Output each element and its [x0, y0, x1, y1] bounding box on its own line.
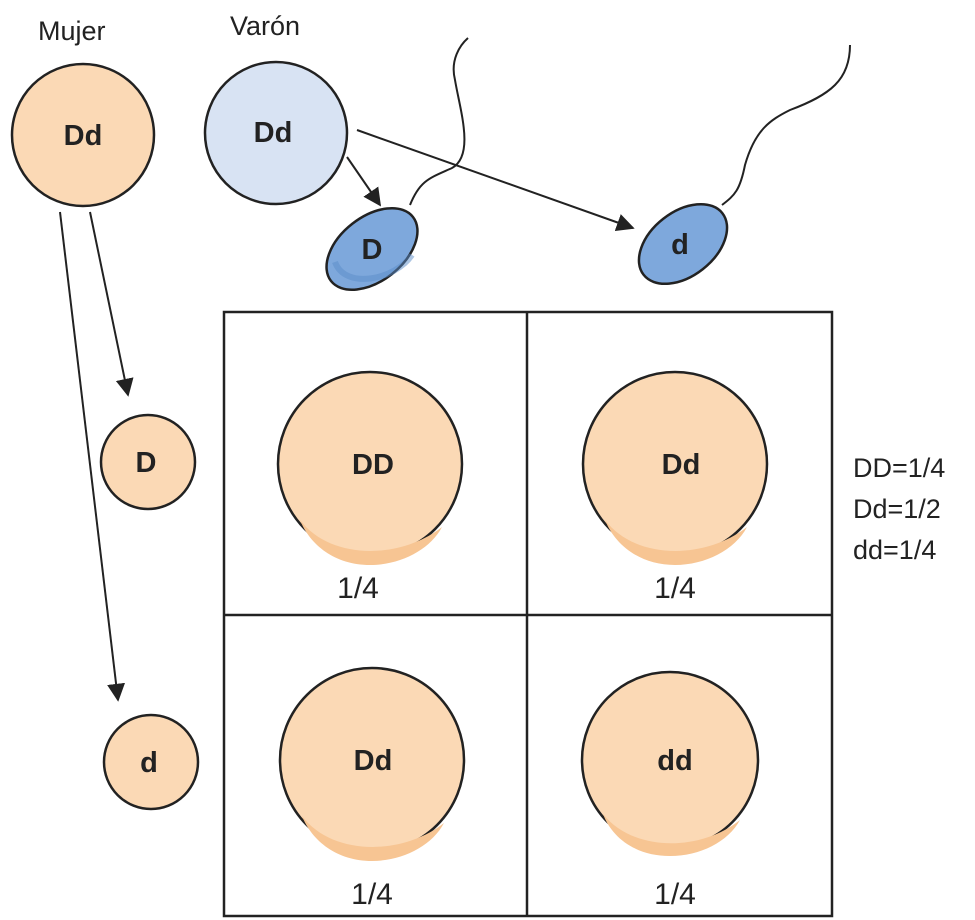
- egg-D: D: [99, 413, 197, 511]
- summary-DD: DD=1/4: [853, 453, 945, 483]
- arrow-male-to-D: [346, 156, 382, 207]
- male-parent-cell: Dd: [203, 60, 349, 206]
- sperm-D-label: D: [362, 234, 383, 266]
- punnett-cell-Dd-top: Dd 1/4: [581, 370, 769, 605]
- sperm-d: d: [637, 44, 851, 286]
- summary-dd: dd=1/4: [853, 535, 936, 565]
- cell-dd-fraction: 1/4: [654, 878, 696, 911]
- sperm-d-label: d: [671, 229, 689, 261]
- cell-Dd-top-genotype: Dd: [662, 449, 701, 481]
- cell-Dd-top-fraction: 1/4: [654, 572, 696, 605]
- female-genotype: Dd: [64, 120, 103, 152]
- female-label: Mujer: [38, 16, 106, 46]
- male-label: Varón: [230, 11, 300, 41]
- arrow-female-to-d: [59, 211, 126, 702]
- egg-d-label: d: [140, 747, 158, 779]
- cell-Dd-bottom-fraction: 1/4: [351, 878, 393, 911]
- punnett-cell-DD: DD 1/4: [276, 370, 464, 605]
- arrow-male-to-d: [356, 129, 635, 232]
- genotype-summary: DD=1/4 Dd=1/2 dd=1/4: [853, 453, 945, 565]
- punnett-cell-Dd-bottom: Dd 1/4: [278, 666, 466, 911]
- female-parent-cell: Dd: [10, 62, 156, 208]
- arrow-female-to-D: [89, 211, 134, 397]
- cell-DD-genotype: DD: [352, 449, 394, 481]
- cell-Dd-bottom-genotype: Dd: [354, 745, 393, 777]
- egg-d: d: [102, 713, 200, 811]
- punnett-cell-dd: dd 1/4: [580, 670, 760, 911]
- punnett-square: [222, 310, 834, 918]
- cell-DD-fraction: 1/4: [337, 572, 379, 605]
- summary-Dd: Dd=1/2: [853, 494, 941, 524]
- egg-D-label: D: [136, 447, 157, 479]
- male-genotype: Dd: [254, 117, 293, 149]
- cell-dd-genotype: dd: [657, 745, 692, 777]
- sperm-D: D: [325, 37, 469, 292]
